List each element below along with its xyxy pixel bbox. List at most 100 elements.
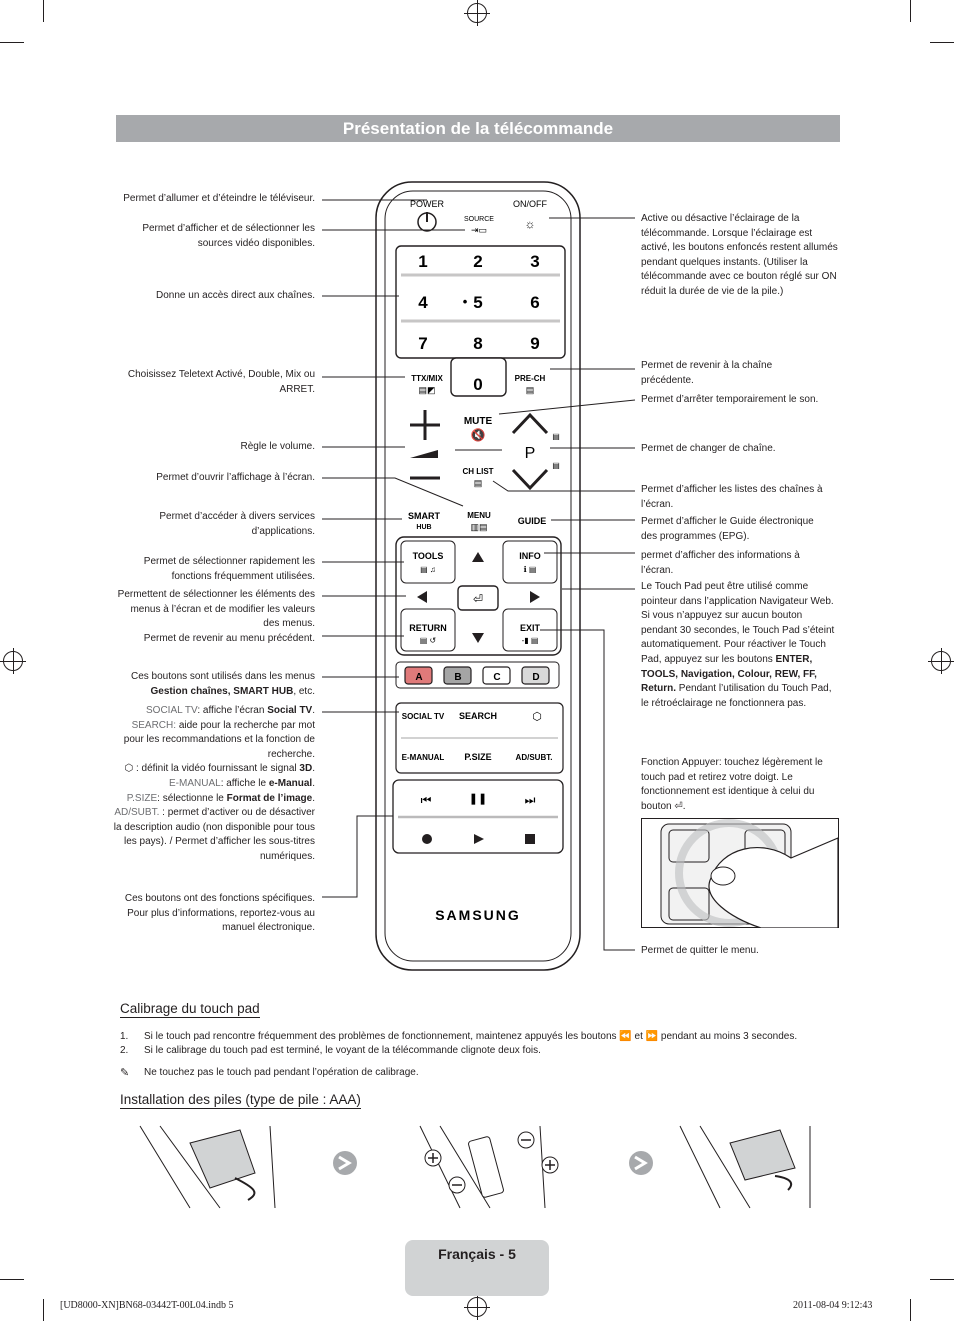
emanual-label: E-MANUAL xyxy=(402,753,445,762)
calibration-heading: Calibrage du touch pad xyxy=(120,1001,260,1018)
menu-label: MENU xyxy=(467,511,491,520)
brand-logo: SAMSUNG xyxy=(435,907,521,923)
exit-label: EXIT xyxy=(520,623,541,633)
calibration-step-2: Si le calibrage du touch pad est terminé… xyxy=(144,1045,541,1056)
nav-down-icon xyxy=(472,633,484,643)
play-icon xyxy=(474,834,484,844)
annotation-playback: Ces boutons ont des fonctions spécifique… xyxy=(124,893,315,934)
calibration-step-2-number: 2. xyxy=(120,1045,129,1056)
smart-label: SMART xyxy=(408,511,440,521)
annotation-guide: Permet d’afficher le Guide électronique … xyxy=(641,516,814,542)
touchpad-hand-illustration xyxy=(641,818,839,928)
digit-9: 9 xyxy=(530,334,539,353)
prech-label: PRE-CH xyxy=(515,374,546,383)
annotation-volume: Règle le volume. xyxy=(240,441,315,452)
source-icon: ⇥▭ xyxy=(471,225,487,235)
footer-file-info: [UD8000-XN]BN68-03442T-00L04.indb 5 xyxy=(60,1300,234,1311)
volume-bar-icon xyxy=(410,450,438,458)
digit-6: 6 xyxy=(530,293,539,312)
chlist-label: CH LIST xyxy=(462,467,493,476)
arrow-right-icon xyxy=(333,1151,357,1175)
digit-0: 0 xyxy=(473,375,482,394)
hand-icon xyxy=(708,837,839,928)
color-button-a xyxy=(404,666,433,685)
search-label: SEARCH xyxy=(459,711,497,721)
annotation-digits: Donne un accès direct aux chaînes. xyxy=(156,290,315,301)
svg-text:-▮ ▤: -▮ ▤ xyxy=(522,636,539,645)
digit-5: 5 xyxy=(473,293,482,312)
annotation-info: permet d’afficher des informations à l’é… xyxy=(641,550,800,576)
annotation-prech: Permet de revenir à la chaîne précédente… xyxy=(641,360,773,386)
annotation-tap: Fonction Appuyer: touchez légèrement le … xyxy=(641,757,823,812)
annotation-function-keys: SOCIAL TV: affiche l’écran Social TV. SE… xyxy=(113,705,315,862)
info-label: INFO xyxy=(519,551,541,561)
svg-text:C: C xyxy=(493,672,500,683)
svg-text:▤ ♫: ▤ ♫ xyxy=(420,565,436,574)
stop-icon xyxy=(525,834,535,844)
digit-7: 7 xyxy=(418,334,427,353)
section-title-bar: Présentation de la télécommande xyxy=(116,115,840,142)
3d-icon: ⬡ xyxy=(124,763,134,775)
annotation-smarthub: Permet d’accéder à divers services d’app… xyxy=(159,511,315,537)
svg-text:A: A xyxy=(415,672,422,683)
annotation-colors: Ces boutons sont utilisés dans les menus… xyxy=(131,671,315,697)
guide-label: GUIDE xyxy=(518,516,547,526)
annotation-ttx: Choisissez Teletext Activé, Double, Mix … xyxy=(127,369,315,395)
pause-icon: ❚❚ xyxy=(469,793,487,805)
color-button-c xyxy=(482,666,511,685)
adsubt-label: AD/SUBT. xyxy=(516,753,553,762)
digit-3: 3 xyxy=(530,252,539,271)
annotation-chlist: Permet d’afficher les listes des chaînes… xyxy=(641,484,823,510)
remote-illustration: POWER ON/OFF ☼ SOURCE ⇥▭ 1 2 3 4 • 5 6 7… xyxy=(322,181,636,971)
page-number: Français - 5 xyxy=(438,1246,516,1262)
ttx-label: TTX/MIX xyxy=(411,374,443,383)
color-button-d xyxy=(521,666,550,685)
channel-p-label: P xyxy=(525,445,536,462)
svg-text:▥▤: ▥▤ xyxy=(470,522,487,532)
svg-text:B: B xyxy=(454,672,461,683)
svg-text:▤: ▤ xyxy=(552,432,560,441)
arrow-right-icon xyxy=(629,1151,653,1175)
light-icon: ☼ xyxy=(525,217,536,231)
rewind-icon: ⏮ xyxy=(421,793,432,807)
battery-installation-illustration xyxy=(139,1125,811,1209)
annotation-mute: Permet d’arrêter temporairement le son. xyxy=(641,394,819,405)
page-number-tab: Français - 5 xyxy=(405,1240,549,1296)
digit-2: 2 xyxy=(473,252,482,271)
channel-down-icon xyxy=(511,468,549,491)
mute-label: MUTE xyxy=(464,416,493,427)
record-icon xyxy=(422,834,432,844)
svg-text:▤: ▤ xyxy=(526,385,535,395)
calibration-note: Ne touchez pas le touch pad pendant l’op… xyxy=(144,1067,419,1078)
power-label: POWER xyxy=(410,199,445,209)
nav-up-icon xyxy=(472,552,484,562)
calibration-step-1: Si le touch pad rencontre fréquemment de… xyxy=(144,1031,798,1042)
digit-8: 8 xyxy=(473,334,482,353)
color-button-b xyxy=(443,666,472,685)
page-title: Présentation de la télécommande xyxy=(342,119,614,138)
annotation-return: Permet de revenir au menu précédent. xyxy=(143,633,315,644)
svg-text:ℹ ▤: ℹ ▤ xyxy=(524,565,537,574)
svg-text:▤: ▤ xyxy=(474,478,483,488)
digit-1: 1 xyxy=(418,252,427,271)
enter-icon: ⏎ xyxy=(674,800,683,812)
source-label: SOURCE xyxy=(464,216,494,223)
note-pencil-icon: ✎ xyxy=(120,1067,130,1079)
registration-mark-top xyxy=(464,0,490,26)
3d-icon: ⬡ xyxy=(532,711,542,723)
annotation-touchpad: Le Touch Pad peut être utilisé comme poi… xyxy=(641,581,835,709)
social-label: SOCIAL TV xyxy=(402,712,445,721)
fastforward-icon: ⏩ xyxy=(645,1031,659,1042)
rewind-icon: ⏪ xyxy=(619,1031,632,1042)
digit-4: 4 xyxy=(418,293,428,312)
svg-text:▤◩: ▤◩ xyxy=(418,385,435,395)
channel-up-icon xyxy=(511,412,549,435)
annotation-menu: Permet d’ouvrir l’affichage à l’écran. xyxy=(156,472,315,483)
enter-icon: ⏎ xyxy=(473,592,483,606)
nav-left-icon xyxy=(417,591,427,603)
annotation-tools: Permet de sélectionner rapidement les fo… xyxy=(143,556,315,582)
fastforward-icon: ⏭ xyxy=(525,793,536,807)
svg-text:▤: ▤ xyxy=(552,461,560,470)
psize-label: P.SIZE xyxy=(464,752,491,762)
registration-mark-right xyxy=(928,648,954,674)
